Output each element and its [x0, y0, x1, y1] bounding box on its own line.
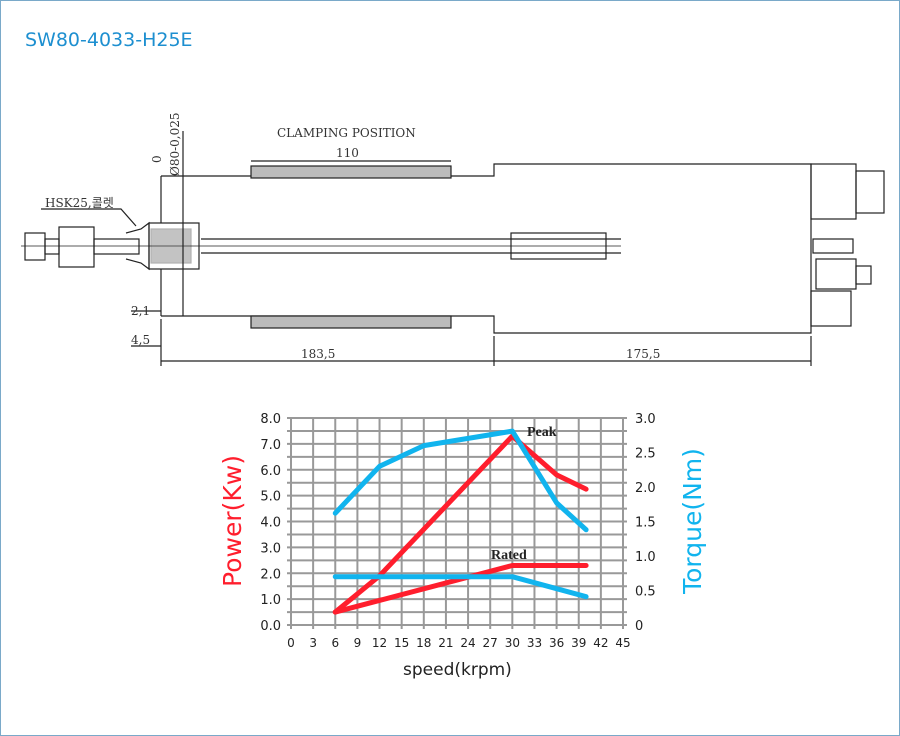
right-tick-label: 1.5	[635, 516, 656, 531]
right-tick-label: 0.5	[635, 585, 656, 600]
series-rated-power	[332, 562, 589, 615]
x-tick-label: 6	[331, 636, 339, 650]
series-rated-torque	[332, 574, 589, 600]
clamping-dimension: 110	[336, 146, 359, 160]
model-title: SW80-4033-H25E	[25, 29, 193, 51]
diameter-tolerance-top: 0	[150, 155, 164, 163]
x-tick-label: 12	[372, 636, 387, 650]
left-tick-label: 6.0	[260, 464, 281, 479]
hsk-collet-label: HSK25,콜렛	[45, 196, 114, 210]
dimension-4-5: 4,5	[131, 333, 150, 347]
peak-annotation: Peak	[527, 425, 557, 440]
right-tick-label: 2.0	[635, 481, 656, 496]
x-tick-label: 9	[354, 636, 362, 650]
left-tick-label: 8.0	[260, 412, 281, 427]
x-axis-label: speed(krpm)	[403, 660, 512, 680]
left-tick-label: 7.0	[260, 438, 281, 453]
series-peak-torque	[332, 428, 589, 533]
x-tick-label: 27	[483, 636, 498, 650]
x-tick-label: 42	[593, 636, 608, 650]
left-tick-label: 4.0	[260, 516, 281, 531]
x-tick-label: 30	[505, 636, 520, 650]
left-tick-label: 0.0	[260, 619, 281, 634]
left-axis-label: Power(Kw)	[218, 455, 247, 587]
clamping-position-label: CLAMPING POSITION	[277, 126, 416, 140]
spindle-drawing: CLAMPING POSITION 110 HSK25,콜렛 0 Ø80-0,0…	[21, 112, 885, 366]
left-tick-label: 2.0	[260, 567, 281, 582]
left-tick-label: 3.0	[260, 541, 281, 556]
x-tick-label: 18	[416, 636, 431, 650]
dimension-183-5: 183,5	[301, 347, 335, 361]
left-tick-label: 5.0	[260, 490, 281, 505]
x-tick-label: 39	[571, 636, 586, 650]
x-tick-label: 33	[527, 636, 542, 650]
left-tick-label: 1.0	[260, 593, 281, 608]
x-tick-label: 24	[460, 636, 475, 650]
x-tick-label: 15	[394, 636, 409, 650]
x-tick-label: 36	[549, 636, 564, 650]
x-tick-label: 3	[309, 636, 317, 650]
right-tick-label: 3.0	[635, 412, 656, 427]
right-axis-label: Torque(Nm)	[678, 448, 707, 595]
x-tick-label: 21	[438, 636, 453, 650]
x-tick-label: 0	[287, 636, 295, 650]
right-tick-label: 1.0	[635, 550, 656, 565]
diameter-label: Ø80-0,025	[168, 112, 182, 176]
x-tick-label: 45	[615, 636, 630, 650]
right-tick-label: 0	[635, 619, 643, 634]
dimension-2-1: 2,1	[131, 304, 150, 318]
right-tick-label: 2.5	[635, 447, 656, 462]
series-peak-power	[332, 433, 589, 615]
rated-annotation: Rated	[491, 548, 527, 563]
dimension-175-5: 175,5	[626, 347, 660, 361]
